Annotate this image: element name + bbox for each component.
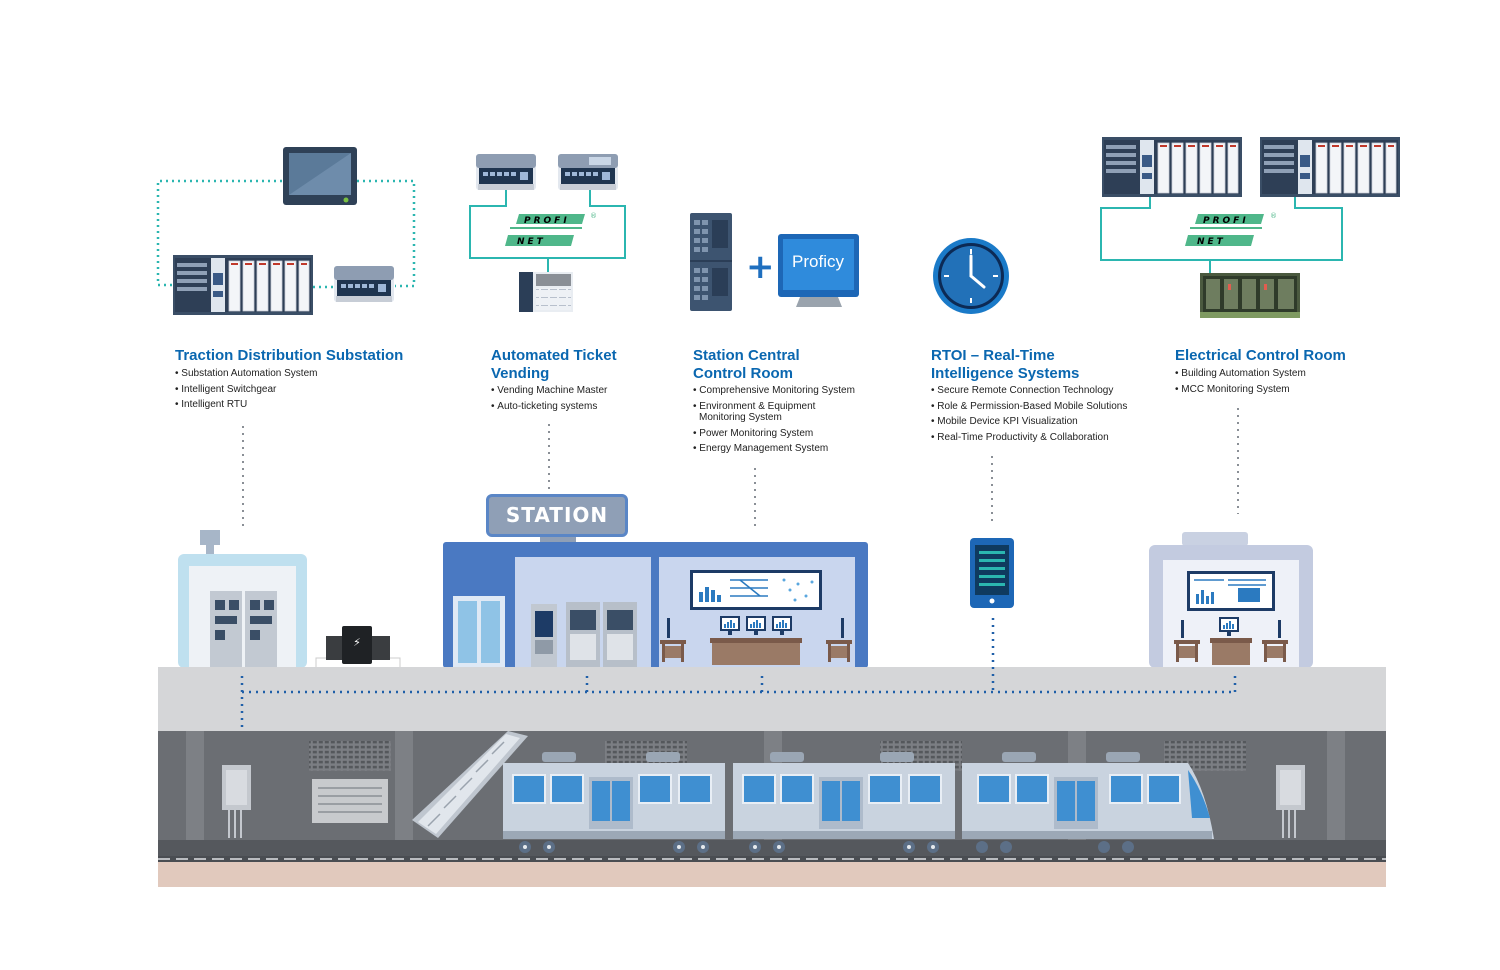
list-item: Intelligent Switchgear: [175, 382, 317, 398]
list-item: Power Monitoring System: [693, 426, 855, 442]
list-item: Energy Management System: [693, 441, 855, 457]
train-icon: [502, 752, 1214, 854]
electrical-room-building: [1149, 532, 1313, 668]
io-module-icon: [1200, 273, 1300, 318]
profinet-registered-mark: ®: [1270, 212, 1277, 220]
plc-rack-icon: [1101, 136, 1243, 198]
blue-dotted-bus: [240, 618, 1237, 730]
list-item: Role & Permission-Based Mobile Solutions: [931, 399, 1127, 415]
list-item: Vending Machine Master: [491, 383, 607, 399]
title-line: Control Room: [693, 365, 793, 382]
plc-rack-icon: [172, 254, 314, 316]
video-wall-icon: [690, 570, 822, 610]
network-switch-icon: [690, 213, 732, 311]
section-title-ticket: Automated Ticket Vending: [491, 347, 617, 383]
substation-building: [178, 530, 307, 668]
list-item: Intelligent RTU: [175, 397, 317, 413]
profinet-top-text: PROFI: [524, 216, 570, 226]
title-line: Vending: [491, 365, 550, 382]
rtu-icon: [334, 266, 394, 302]
proficy-label: Proficy: [792, 252, 844, 271]
section-title-electrical: Electrical Control Room: [1175, 347, 1346, 364]
device-display: [589, 157, 611, 165]
list-item: Auto-ticketing systems: [491, 399, 607, 415]
monitor-icon: [778, 234, 859, 307]
section-title-control-room: Station Central Control Room: [693, 347, 800, 383]
list-item: Environment & Equipment: [693, 399, 855, 415]
escalator-icon: [412, 731, 528, 838]
ticket-machine-icon: [531, 602, 637, 668]
clock-icon: [933, 238, 1009, 314]
network-switch-icon: [476, 154, 536, 190]
title-line: Station Central: [693, 347, 800, 364]
tablet-icon: [970, 538, 1014, 608]
io-module-icon: [519, 272, 573, 312]
section-list-traction: Substation Automation System Intelligent…: [175, 366, 317, 413]
hmi-panel-icon: [283, 147, 357, 205]
plc-rack-icon: [1259, 136, 1401, 198]
section-title-traction: Traction Distribution Substation: [175, 347, 404, 364]
list-item-continuation: Monitoring System: [699, 412, 782, 423]
section-list-ticket: Vending Machine Master Auto-ticketing sy…: [491, 383, 607, 414]
list-item: MCC Monitoring System: [1175, 382, 1306, 398]
ground: [158, 862, 1386, 887]
profinet-registered-mark: ®: [590, 212, 597, 220]
profinet-connector: [469, 190, 626, 272]
list-item: Secure Remote Connection Technology: [931, 383, 1127, 399]
title-line: Automated Ticket: [491, 347, 617, 364]
profinet-logo: [505, 214, 585, 246]
profinet-top-text: PROFI: [1203, 216, 1249, 226]
platform-slab: [158, 667, 1386, 731]
electrical-box-icon: [222, 765, 1305, 838]
list-item: Mobile Device KPI Visualization: [931, 414, 1127, 430]
list-item: Comprehensive Monitoring System: [693, 383, 855, 399]
section-list-control-room: Comprehensive Monitoring System Environm…: [693, 383, 855, 457]
title-line: RTOI – Real-Time: [931, 347, 1055, 364]
transformer-icon: ⚡: [315, 626, 401, 669]
profinet-connector: [1100, 197, 1343, 273]
plus-icon: +: [746, 247, 775, 287]
profinet-bottom-text: NET: [1197, 237, 1226, 247]
profinet-bottom-text: NET: [517, 237, 546, 247]
control-desk: [660, 616, 852, 665]
station-sign: STATION: [486, 494, 628, 537]
section-title-rtoi: RTOI – Real-Time Intelligence Systems: [931, 347, 1079, 383]
list-item: Real-Time Productivity & Collaboration: [931, 430, 1127, 446]
svg-text:⚡: ⚡: [353, 636, 361, 649]
section-list-electrical: Building Automation System MCC Monitorin…: [1175, 366, 1306, 397]
list-item: Building Automation System: [1175, 366, 1306, 382]
substation-dotted-network: [156, 179, 416, 289]
switchgear-icon: [210, 591, 277, 667]
profinet-logo: [1185, 214, 1264, 246]
drop-lines: [242, 408, 1239, 530]
title-line: Intelligence Systems: [931, 365, 1080, 382]
section-list-rtoi: Secure Remote Connection Technology Role…: [931, 383, 1127, 445]
list-item: Substation Automation System: [175, 366, 317, 382]
